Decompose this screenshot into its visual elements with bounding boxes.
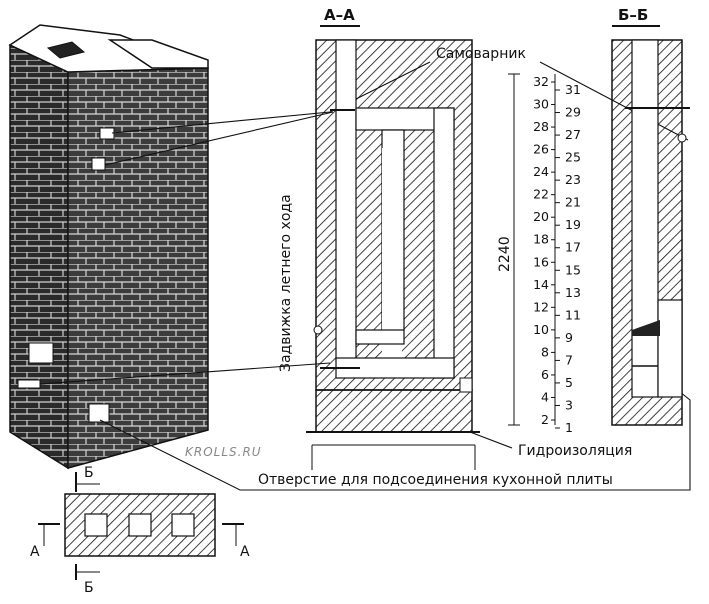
scale-label-right: 15 bbox=[565, 262, 581, 277]
chimney-top-block bbox=[107, 39, 209, 69]
stove-connection-opening bbox=[88, 403, 110, 423]
channel-right bbox=[433, 107, 455, 379]
scale-label-right: 11 bbox=[565, 307, 581, 322]
scale-label-left: 2 bbox=[541, 412, 549, 427]
scale-label-right: 27 bbox=[565, 127, 581, 142]
scale-label-left: 20 bbox=[533, 209, 549, 224]
chimney-opening bbox=[46, 41, 86, 59]
plan-mark-a-right: А bbox=[240, 544, 250, 560]
plan-channel-3 bbox=[171, 513, 195, 537]
scale-label-left: 6 bbox=[541, 367, 549, 382]
leader-samovar-3d bbox=[104, 111, 334, 166]
label-zadvizhka: Задвижка летнего хода bbox=[278, 194, 294, 372]
section-aa: А–А bbox=[306, 6, 480, 470]
stove-front-face bbox=[9, 43, 69, 470]
channel-lower-left bbox=[382, 148, 402, 358]
upper-small-door bbox=[91, 157, 106, 171]
leader-opening bbox=[99, 391, 691, 491]
plan-channel-1 bbox=[84, 513, 108, 537]
height-dimension: 2240 bbox=[497, 73, 520, 426]
firebox-door bbox=[28, 342, 54, 364]
scale-label-left: 24 bbox=[533, 164, 549, 179]
section-bb: Б–Б bbox=[611, 6, 690, 426]
scale-label-right: 19 bbox=[565, 217, 581, 232]
channel-link bbox=[355, 329, 405, 345]
leader-waterproof bbox=[469, 431, 513, 449]
plan-mark-a-left: А bbox=[30, 544, 40, 560]
scale-left: 32 30 28 26 24 22 20 18 16 14 12 10 8 6 4 2 bbox=[533, 74, 555, 427]
scale-label-left: 10 bbox=[533, 322, 549, 337]
plan-mark-b-bottom: Б bbox=[84, 580, 94, 596]
plan-mark-b-top: Б bbox=[84, 465, 94, 481]
section-bb-chamber bbox=[657, 299, 683, 398]
scale-label-right: 23 bbox=[565, 172, 581, 187]
scale-label-left: 16 bbox=[533, 254, 549, 269]
scale-label-left: 28 bbox=[533, 119, 549, 134]
section-bb-channel bbox=[631, 39, 659, 398]
scale-label-right: 13 bbox=[565, 285, 581, 300]
scale-label-left: 26 bbox=[533, 142, 549, 157]
scale-label-left: 14 bbox=[533, 277, 549, 292]
section-bb-title: Б–Б bbox=[618, 6, 648, 24]
label-samovarnik: Самоварник bbox=[436, 46, 526, 62]
scale-label-left: 30 bbox=[533, 97, 549, 112]
damper-handle bbox=[17, 379, 41, 389]
section-bb-grate bbox=[632, 320, 660, 336]
scale-label-left: 32 bbox=[533, 74, 549, 89]
channel-left bbox=[335, 39, 357, 361]
scale-label-left: 18 bbox=[533, 232, 549, 247]
samovar-door bbox=[99, 127, 115, 140]
plan-view: Б Б А А bbox=[30, 465, 250, 596]
stove-3d-view bbox=[8, 24, 209, 470]
scale-label-right: 3 bbox=[565, 397, 573, 412]
scale-label-right: 5 bbox=[565, 375, 573, 390]
section-aa-base bbox=[315, 389, 473, 433]
scale-label-right: 31 bbox=[565, 82, 581, 97]
scale-label-left: 22 bbox=[533, 187, 549, 202]
scale-label-right: 7 bbox=[565, 352, 573, 367]
scale-label-right: 29 bbox=[565, 105, 581, 120]
dimension-2240: 2240 bbox=[497, 236, 513, 272]
scale-label-right: 17 bbox=[565, 240, 581, 255]
scale-label-left: 4 bbox=[541, 389, 549, 404]
plan-channel-2 bbox=[128, 513, 152, 537]
scale-label-right: 21 bbox=[565, 195, 581, 210]
scale-label-left: 8 bbox=[541, 344, 549, 359]
label-gidroizolyatsiya: Гидроизоляция bbox=[518, 443, 632, 459]
label-otverstie: Отверстие для подсоединения кухонной пли… bbox=[258, 472, 613, 488]
watermark: KROLLS.RU bbox=[185, 445, 262, 459]
scale-label-right: 9 bbox=[565, 330, 573, 345]
scale-label-right: 1 bbox=[565, 420, 573, 435]
section-aa-title: А–А bbox=[324, 6, 355, 24]
scale-label-left: 12 bbox=[533, 299, 549, 314]
scale-label-right: 25 bbox=[565, 150, 581, 165]
leader-damper bbox=[39, 362, 331, 385]
